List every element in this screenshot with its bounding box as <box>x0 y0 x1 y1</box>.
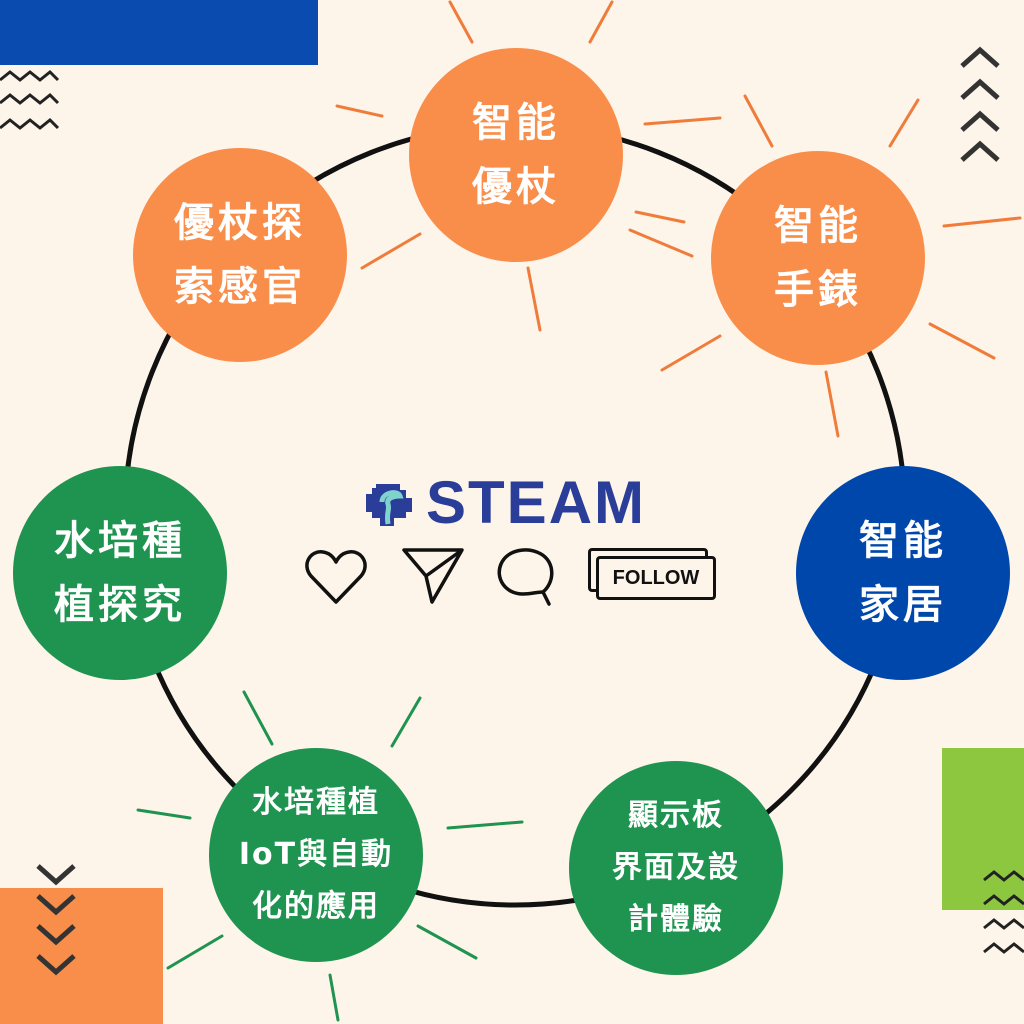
zigzag-topleft <box>0 69 60 130</box>
node-smart-home: 智能 家居 <box>796 466 1010 680</box>
node-line: 植探究 <box>54 582 186 628</box>
node-hydroponics-iot: 水培種植 IoT與自動 化的應用 <box>209 748 423 962</box>
node-line: IoT與自動 <box>238 837 394 872</box>
node-hydroponics-study: 水培種 植探究 <box>13 466 227 680</box>
node-line: 界面及設 <box>612 850 740 885</box>
heart-icon[interactable] <box>305 550 367 604</box>
node-line: 智能 <box>859 518 947 564</box>
lime-corner-block <box>942 748 1024 910</box>
node-line: 家居 <box>859 582 947 628</box>
orange-rays <box>335 0 1022 438</box>
node-line: 水培種植 <box>252 785 380 820</box>
node-line: 手錶 <box>774 267 862 313</box>
zigzag-bottomright <box>983 870 1024 954</box>
node-line: 智能 <box>774 203 862 249</box>
orange-corner-block <box>0 888 163 1024</box>
node-line: 化的應用 <box>252 889 380 924</box>
logo-text: STEAM <box>426 469 646 536</box>
node-cane-senses: 優杖探 索感官 <box>133 148 347 362</box>
blue-corner-block <box>0 0 318 65</box>
follow-label: FOLLOW <box>596 556 716 600</box>
node-display-ux: 顯示板 界面及設 計體驗 <box>569 761 783 975</box>
comment-icon[interactable] <box>497 548 554 606</box>
node-line: 優杖探 <box>174 200 306 246</box>
node-line: 計體驗 <box>628 902 724 937</box>
green-rays <box>136 690 524 1022</box>
node-smart-watch: 智能 手錶 <box>711 151 925 365</box>
node-line: 優杖 <box>472 164 560 210</box>
follow-button[interactable]: FOLLOW <box>588 548 720 604</box>
steam-head-icon <box>366 483 412 526</box>
chevrons-up-topright <box>960 46 1000 162</box>
steam-logo: STEAM <box>366 468 646 537</box>
send-icon[interactable] <box>402 548 464 604</box>
node-smart-cane: 智能 優杖 <box>409 48 623 262</box>
node-line: 水培種 <box>54 518 186 564</box>
chevrons-down-bottomleft <box>36 864 76 976</box>
node-line: 顯示板 <box>628 798 724 833</box>
node-line: 索感官 <box>174 264 306 310</box>
node-line: 智能 <box>472 100 560 146</box>
